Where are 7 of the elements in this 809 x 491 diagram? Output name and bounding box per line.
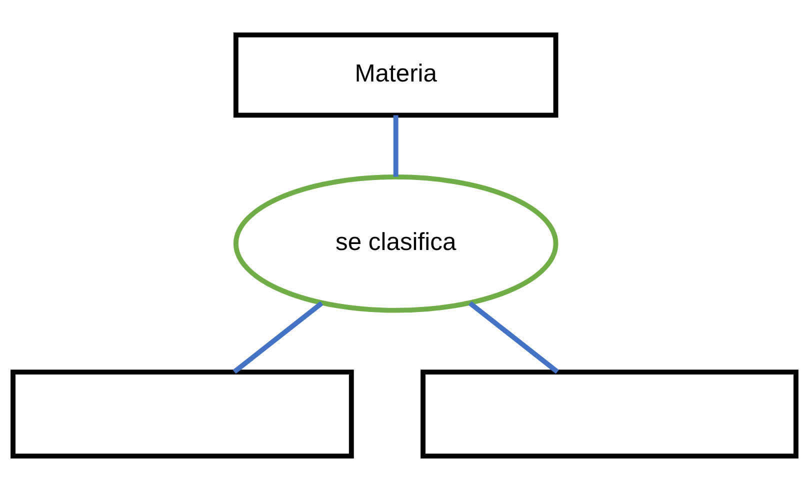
node-ellipse: se clasifica: [233, 174, 558, 313]
node-box: [420, 370, 798, 459]
connector: [232, 301, 324, 374]
connector: [393, 115, 398, 177]
node-box: [10, 370, 354, 459]
node-box: Materia: [233, 32, 558, 118]
connector: [468, 301, 559, 374]
